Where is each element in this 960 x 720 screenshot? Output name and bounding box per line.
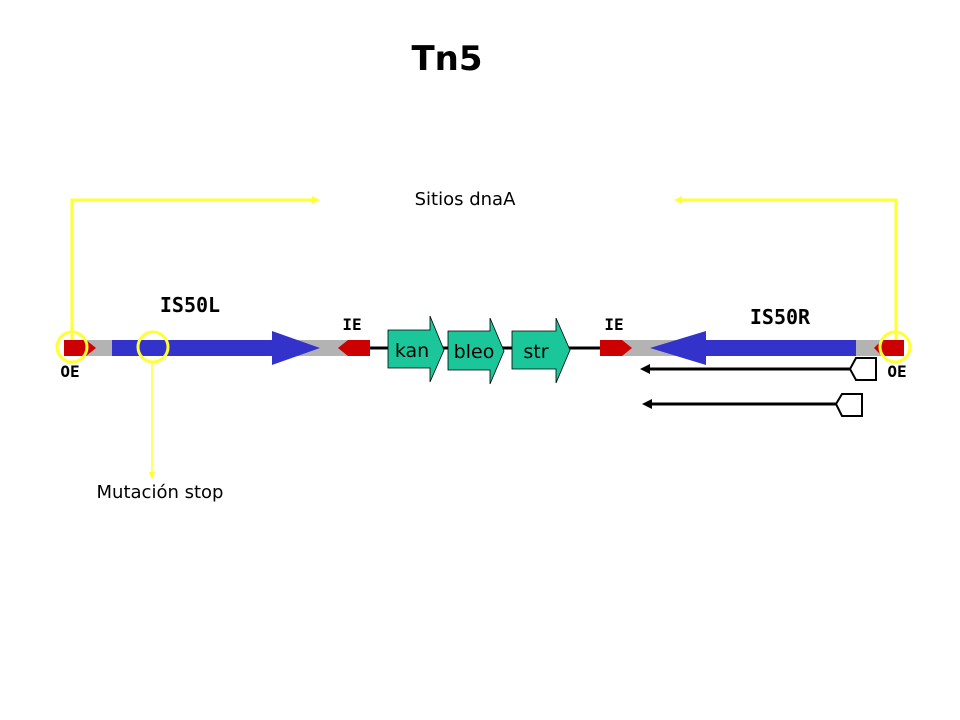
dnaA-right-arrowhead xyxy=(674,196,682,204)
is50l-element xyxy=(64,331,370,365)
dnaA-right-line xyxy=(678,198,898,340)
mutation-highlight-circle xyxy=(136,330,170,364)
ie-right-label: IE xyxy=(604,315,623,334)
ie-left-box xyxy=(338,340,370,356)
is50l-label: IS50L xyxy=(160,293,220,317)
transcript-2-promoter xyxy=(834,393,863,417)
is50r-label: IS50R xyxy=(750,305,811,329)
resistance-genes: kan bleo str xyxy=(387,315,571,385)
oe-right-highlight-circle xyxy=(878,330,912,364)
oe-right-label: OE xyxy=(887,362,906,381)
is50r-element xyxy=(600,331,904,365)
dnaA-sites-label: Sitios dnaA xyxy=(415,189,516,210)
gene-bleo-arrow xyxy=(447,317,505,385)
gene-kan-arrow xyxy=(387,315,445,383)
oe-left-label: OE xyxy=(60,362,79,381)
transposase-left-arrow xyxy=(112,331,320,365)
oe-right-box xyxy=(882,340,904,356)
oe-left-highlight-circle xyxy=(55,330,89,364)
ie-left-label: IE xyxy=(342,315,361,334)
highlights xyxy=(55,330,912,364)
transcript-2-arrowhead xyxy=(642,399,652,409)
dnaA-connectors xyxy=(70,196,898,340)
oe-left-tip xyxy=(86,340,96,356)
transposase-right-arrow xyxy=(650,331,856,365)
dnaA-left-arrowhead xyxy=(312,196,320,204)
transcript-1-arrowhead xyxy=(640,364,650,374)
ie-right-box xyxy=(600,340,632,356)
diagram-title: Tn5 xyxy=(411,39,482,79)
transcript-1-promoter xyxy=(848,357,877,381)
gene-str-label: str xyxy=(523,341,548,363)
gene-bleo-label: bleo xyxy=(454,341,495,363)
mutation-pointer-arrowhead xyxy=(149,472,155,480)
dnaA-left-line xyxy=(70,198,318,340)
oe-left-box xyxy=(64,340,86,356)
transcripts xyxy=(640,357,877,417)
gene-str-arrow xyxy=(511,317,571,384)
gene-kan-label: kan xyxy=(395,340,429,362)
mutation-stop-label: Mutación stop xyxy=(97,482,224,503)
